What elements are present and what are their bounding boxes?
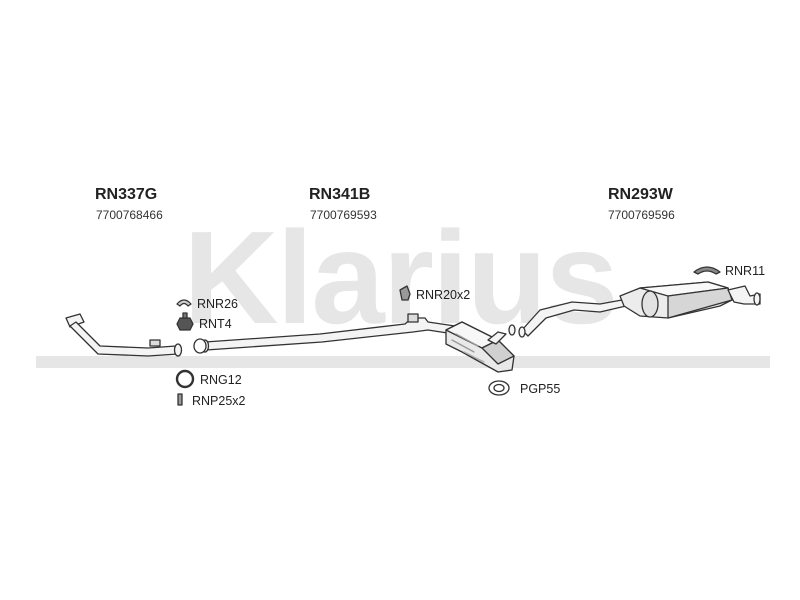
- fitting-label-rnr11: RNR11: [725, 264, 766, 278]
- rng12-icon: [175, 369, 195, 389]
- fitting-label-rng12: RNG12: [200, 373, 242, 387]
- part-number-rear-silencer: 7700769596: [608, 208, 675, 222]
- pgp55-icon: [488, 380, 510, 396]
- front-pipe-shape: [65, 313, 183, 357]
- part-code-rear-silencer: RN293W: [608, 186, 673, 203]
- center-silencer-shape: [445, 321, 516, 373]
- fitting-label-rnt4: RNT4: [199, 317, 232, 331]
- part-code-front-pipe: RN337G: [95, 186, 158, 203]
- rnp25-icon: [177, 393, 183, 406]
- rnt4-icon: [176, 312, 194, 331]
- watermark-underline: [36, 356, 770, 368]
- fitting-label-pgp55: PGP55: [520, 382, 561, 396]
- rnr20-icon: [399, 285, 411, 301]
- part-number-front-pipe: 7700768466: [96, 208, 163, 222]
- brand-watermark: Klarius: [183, 204, 619, 351]
- rnr11-icon: [693, 266, 721, 275]
- fitting-label-rnr20: RNR20x2: [416, 288, 471, 302]
- rnr26-icon: [176, 299, 192, 307]
- part-code-center-silencer: RN341B: [309, 186, 371, 203]
- clamp-icon-left: [193, 338, 207, 354]
- fitting-label-rnr26: RNR26: [197, 297, 238, 311]
- fitting-label-rnp25: RNP25x2: [192, 394, 246, 408]
- rear-silencer-shape: [518, 281, 761, 338]
- part-number-center-silencer: 7700769593: [310, 208, 377, 222]
- center-pipe-shape: [200, 313, 456, 353]
